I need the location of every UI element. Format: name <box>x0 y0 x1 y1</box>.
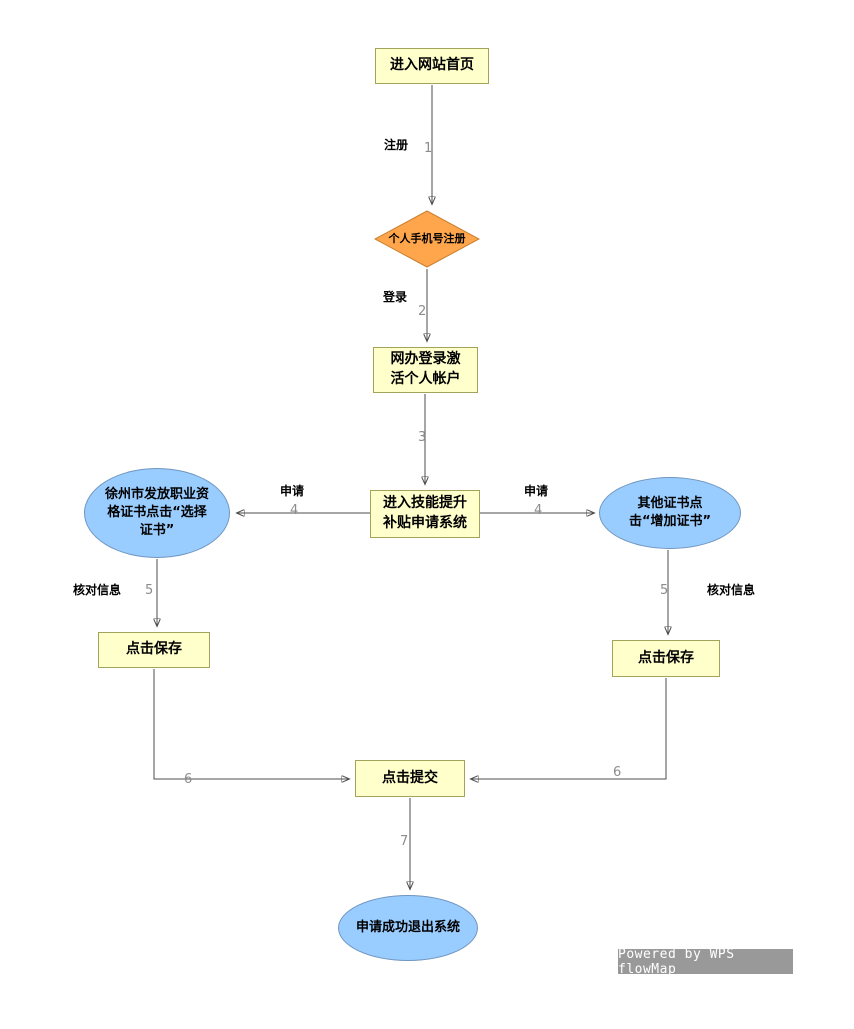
edge-number-1: 1 <box>424 141 433 156</box>
node-enter-homepage-label: 进入网站首页 <box>390 57 474 74</box>
edge-number-2: 2 <box>418 304 427 319</box>
edge-label-login: 登录 <box>383 290 408 304</box>
edge-label-verify-left: 核对信息 <box>73 583 122 597</box>
edge-to-submit-left <box>153 669 349 779</box>
node-enter-homepage: 进入网站首页 <box>375 48 489 84</box>
node-save-right: 点击保存 <box>612 640 720 677</box>
node-login-activate: 网办登录激 活个人帐户 <box>373 347 478 393</box>
edge-number-4-right: 4 <box>534 503 543 518</box>
node-apply-system: 进入技能提升 补贴申请系统 <box>370 490 480 538</box>
edge-to-submit-right <box>471 678 667 779</box>
edge-number-3: 3 <box>418 430 427 445</box>
node-save-right-label: 点击保存 <box>638 649 694 666</box>
node-submit: 点击提交 <box>355 760 465 797</box>
node-login-activate-label: 网办登录激 活个人帐户 <box>390 351 461 387</box>
edge-number-7: 7 <box>400 834 409 849</box>
node-save-left-label: 点击保存 <box>126 641 182 658</box>
edge-label-apply-right: 申请 <box>524 484 549 498</box>
edge-number-6-left: 6 <box>184 772 193 787</box>
diamond-shape <box>374 210 480 268</box>
node-end-label: 申请成功退出系统 <box>355 919 460 935</box>
node-other-cert-label: 其他证书点 击“增加证书” <box>628 495 712 529</box>
node-end: 申请成功退出系统 <box>338 895 478 961</box>
edge-number-5-right: 5 <box>660 583 669 598</box>
node-save-left: 点击保存 <box>98 632 210 668</box>
node-xuzhou-cert-label: 徐州市发放职业资 格证书点击“选择 证书” <box>104 486 209 539</box>
edge-label-verify-right: 核对信息 <box>707 583 756 597</box>
powered-by-badge: Powered by WPS flowMap <box>618 946 793 977</box>
node-other-cert: 其他证书点 击“增加证书” <box>599 477 741 549</box>
node-xuzhou-cert: 徐州市发放职业资 格证书点击“选择 证书” <box>84 468 230 558</box>
edge-label-register: 注册 <box>384 138 409 152</box>
edge-number-4-left: 4 <box>290 503 299 518</box>
node-submit-label: 点击提交 <box>382 769 438 786</box>
powered-by-text: Powered by WPS flowMap <box>618 946 735 977</box>
edge-number-5-left: 5 <box>145 583 154 598</box>
edge-label-apply-left: 申请 <box>280 484 305 498</box>
edge-number-6-right: 6 <box>613 765 622 780</box>
node-apply-system-label: 进入技能提升 补贴申请系统 <box>383 495 467 531</box>
node-phone-register-label: 个人手机号注册 <box>388 232 466 246</box>
node-phone-register: 个人手机号注册 <box>374 210 480 268</box>
